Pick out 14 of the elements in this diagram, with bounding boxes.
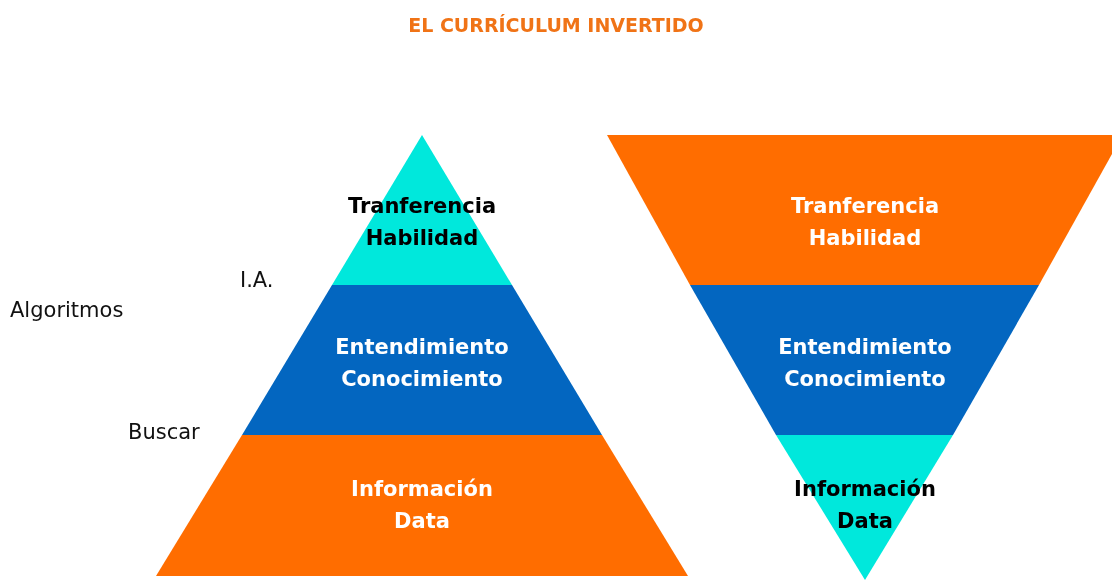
- side-label: Buscar: [128, 420, 200, 444]
- tier-label: Conocimiento: [784, 367, 946, 391]
- side-label: Algoritmos: [10, 298, 124, 322]
- tier-label: Data: [394, 509, 450, 533]
- tier-label: Entendimiento: [335, 335, 509, 359]
- tier-label: Data: [837, 509, 893, 533]
- diagram-title: EL CURRÍCULUM INVERTIDO: [407, 14, 705, 36]
- tier-label: Habilidad: [808, 226, 922, 250]
- tier-label: Información: [351, 477, 493, 501]
- side-label: I.A.: [240, 268, 274, 292]
- tier-label: Conocimiento: [341, 367, 503, 391]
- tier-label: Entendimiento: [778, 335, 952, 359]
- tier-label: Tranferencia: [790, 194, 940, 218]
- tier-label: Habilidad: [365, 226, 479, 250]
